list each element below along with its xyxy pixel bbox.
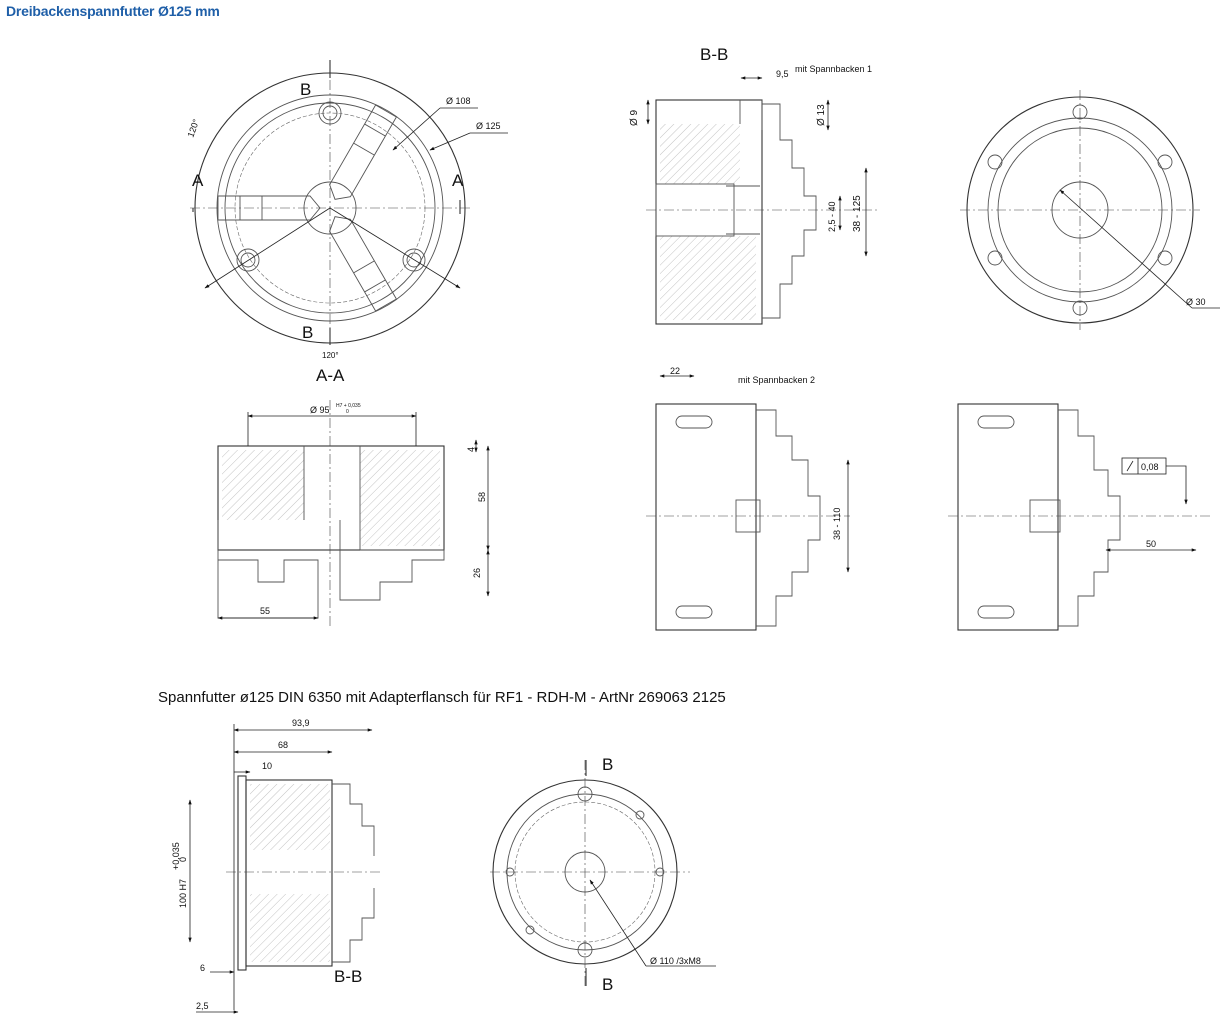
front-view: B B A A Ø 108 Ø 125 120° 120° xyxy=(185,60,508,360)
mit-spannbacken-1-label: mit Spannbacken 1 xyxy=(795,64,872,74)
bolt-hole xyxy=(402,248,426,272)
dim-50: 50 xyxy=(1146,539,1156,549)
dim-angle-120: 120° xyxy=(185,117,201,138)
adapter-section-bb-label: B-B xyxy=(334,967,362,986)
adapter-section-b-label: B xyxy=(602,975,613,994)
bolt-hole xyxy=(236,248,260,272)
section-aa-view: A-A Ø 95 H7 + 0,035 0 4 58 26 55 xyxy=(217,366,490,628)
dim-26: 26 xyxy=(472,568,482,578)
dim-d110-bolts: Ø 110 /3xM8 xyxy=(650,956,701,966)
dim-d95-tol-lower: 0 xyxy=(346,409,349,415)
dim-100-tol-upper: +0,035 xyxy=(171,842,181,870)
subtitle: Spannfutter ø125 DIN 6350 mit Adapterfla… xyxy=(158,689,726,706)
dim-d9: Ø 9 xyxy=(629,109,640,126)
jaw xyxy=(329,104,398,200)
dim-93-9: 93,9 xyxy=(292,718,310,728)
page-title: Dreibackenspannfutter Ø125 mm xyxy=(6,3,220,19)
adapter-section-view: B-B 93,9 68 10 100 H7 +0,035 0 6 2,5 xyxy=(171,718,382,1014)
dim-55: 55 xyxy=(260,606,270,616)
adapter-front-view: B B Ø 110 /3xM8 xyxy=(490,755,716,994)
section-b-label: B xyxy=(300,80,311,99)
dim-100-tol-lower: 0 xyxy=(178,857,188,862)
side-view-jaws-2: mit Spannbacken 2 22 38 - 110 xyxy=(646,366,850,631)
dim-100-h7: 100 H7 xyxy=(178,879,188,908)
dim-d95-tol-upper: H7 + 0,035 xyxy=(336,403,361,409)
dim-68: 68 xyxy=(278,740,288,750)
side-view-runout: 0,08 50 xyxy=(948,403,1210,631)
dim-d125: Ø 125 xyxy=(476,121,501,131)
dim-9-5: 9,5 xyxy=(776,69,789,79)
dim-22: 22 xyxy=(670,366,680,376)
rear-view: Ø 30 xyxy=(960,90,1220,330)
section-aa-label: A-A xyxy=(316,366,345,385)
dim-runout: 0,08 xyxy=(1141,462,1159,472)
adapter-section-b-label: B xyxy=(602,755,613,774)
section-a-label: A xyxy=(452,171,464,190)
dim-10: 10 xyxy=(262,761,272,771)
jaw xyxy=(329,216,398,312)
dim-d95: Ø 95 xyxy=(310,405,330,415)
runout-arrow-icon xyxy=(1126,460,1134,472)
dim-angle-120: 120° xyxy=(322,351,339,360)
section-bb-view: B-B mit Spannbacken 1 9,5 Ø 9 Ø 13 2,5 -… xyxy=(629,45,880,325)
dim-d13: Ø 13 xyxy=(816,104,827,126)
dim-2-5-40: 2,5 - 40 xyxy=(827,201,837,232)
dim-d30: Ø 30 xyxy=(1186,297,1206,307)
section-b-label: B xyxy=(302,323,313,342)
mit-spannbacken-2-label: mit Spannbacken 2 xyxy=(738,375,815,385)
dim-6: 6 xyxy=(200,963,205,973)
section-a-label: A xyxy=(192,171,204,190)
section-bb-label: B-B xyxy=(700,45,728,64)
dim-2-5: 2,5 xyxy=(196,1001,209,1011)
dim-58: 58 xyxy=(477,492,487,502)
dim-38-125: 38 - 125 xyxy=(852,195,863,232)
dim-d108: Ø 108 xyxy=(446,96,471,106)
dim-4: 4 xyxy=(466,447,476,452)
dim-38-110: 38 - 110 xyxy=(832,508,842,540)
